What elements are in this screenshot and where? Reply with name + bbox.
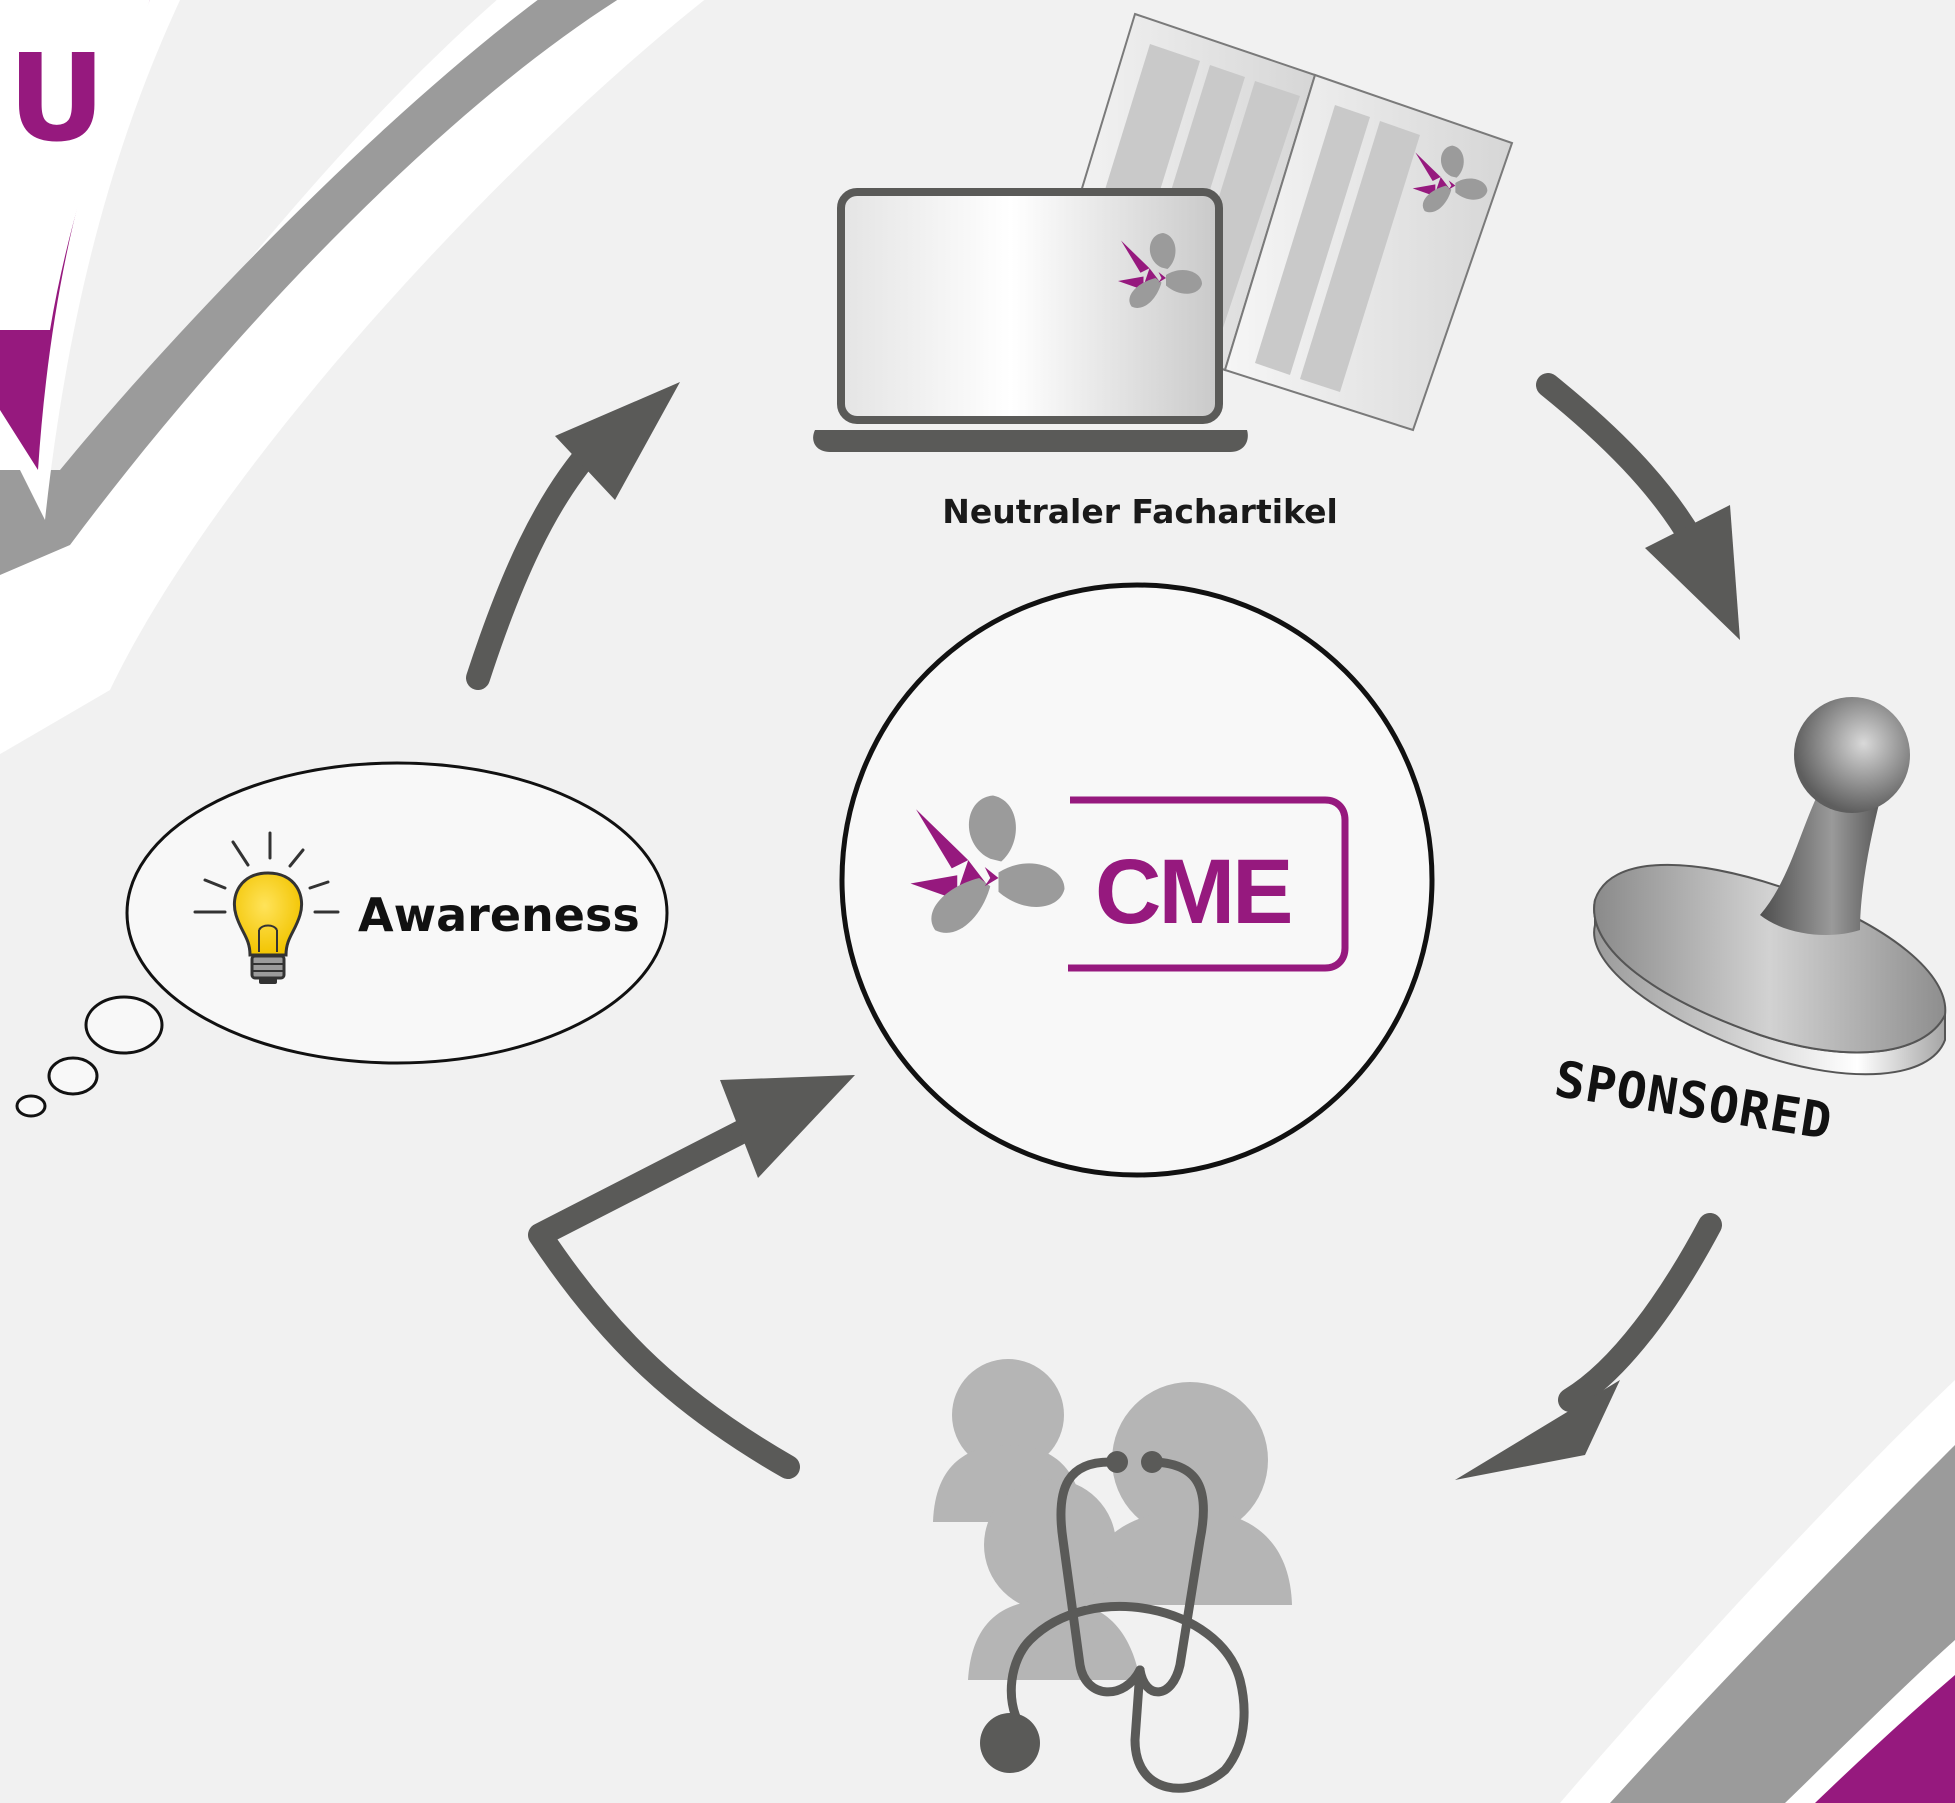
cycle-arrows — [466, 373, 1722, 1479]
cme-label: CME — [1095, 841, 1293, 943]
stamp-icon — [1593, 697, 1947, 1076]
arrow-heads — [555, 382, 1740, 1480]
bottom-right-swoosh — [1560, 1380, 1955, 1803]
stethoscope-parts — [980, 1451, 1163, 1773]
awareness-label: Awareness — [358, 888, 640, 942]
cme-badge — [839, 582, 1435, 1178]
doctors-group-icon — [933, 1359, 1292, 1680]
thought-bubble — [15, 761, 669, 1118]
arrow-article-to-sponsored — [1536, 373, 1704, 552]
arrow-doctors-to-cme — [528, 1118, 800, 1479]
arrow-sponsored-to-doctors — [1558, 1213, 1722, 1412]
laptop-icon — [813, 188, 1248, 452]
lightbulb-icon — [193, 831, 340, 984]
corner-letter: U — [8, 30, 106, 169]
top-left-swoosh — [0, 0, 705, 755]
arrow-awareness-to-article — [466, 433, 607, 690]
stethoscope-icon — [1006, 1457, 1249, 1793]
article-label: Neutraler Fachartikel — [942, 492, 1338, 531]
